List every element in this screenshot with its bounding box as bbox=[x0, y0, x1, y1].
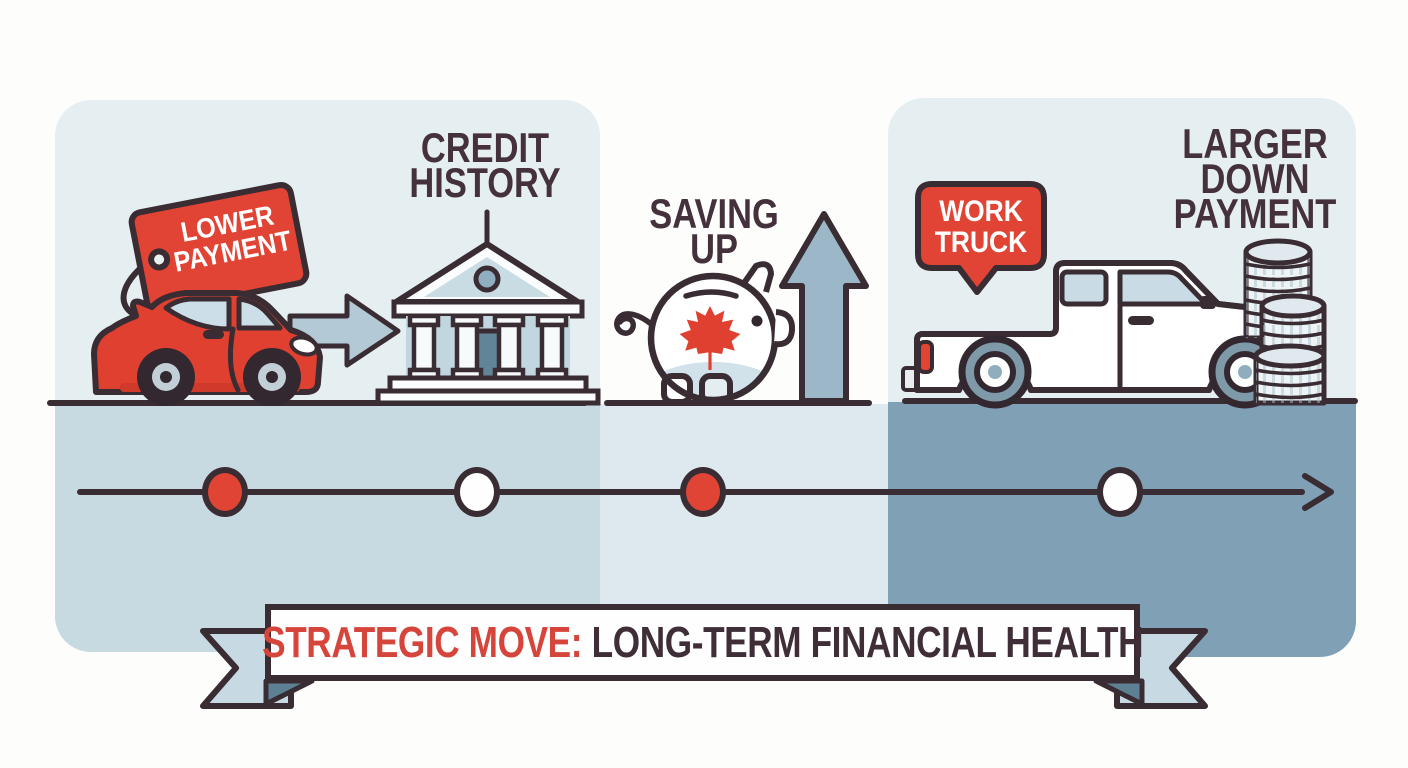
banner-title-highlight: STRATEGIC MOVE: bbox=[262, 617, 582, 667]
red-car-icon bbox=[91, 290, 323, 406]
ground-line-middle bbox=[604, 400, 872, 406]
price-tag-icon bbox=[128, 181, 310, 314]
banner-title-rest: LONG-TERM FINANCIAL HEALTH bbox=[591, 617, 1144, 667]
timeline-dot-3 bbox=[680, 467, 726, 517]
bank-icon bbox=[375, 209, 601, 406]
credit-history-line1: CREDIT bbox=[420, 124, 550, 171]
saving-up-label: SAVING UP bbox=[614, 190, 814, 272]
saving-up-line2: UP bbox=[690, 225, 738, 272]
ribbon-banner: STRATEGIC MOVE: LONG-TERM FINANCIAL HEAL… bbox=[262, 604, 1143, 681]
down-line: DOWN bbox=[1200, 155, 1310, 202]
maple-leaf-icon bbox=[679, 306, 741, 370]
work-truck-label: WORK TRUCK bbox=[918, 196, 1044, 258]
pickup-truck-icon bbox=[901, 260, 1308, 409]
bubble-line2: TRUCK bbox=[934, 226, 1028, 259]
timeline-dot-4 bbox=[1097, 467, 1143, 517]
payment-line: PAYMENT bbox=[1173, 190, 1337, 237]
larger-line: LARGER bbox=[1182, 120, 1328, 167]
ground-line-right bbox=[902, 398, 1358, 404]
credit-history-line2: HISTORY bbox=[409, 159, 561, 206]
timeline-dot-2 bbox=[454, 467, 500, 517]
saving-up-line1: SAVING bbox=[649, 190, 779, 237]
up-arrow-icon bbox=[779, 211, 869, 404]
credit-history-label: CREDIT HISTORY bbox=[385, 124, 585, 206]
ground-line-left bbox=[47, 400, 588, 406]
larger-down-payment-label: LARGER DOWN PAYMENT bbox=[1150, 120, 1360, 237]
banner-title: STRATEGIC MOVE: LONG-TERM FINANCIAL HEAL… bbox=[262, 618, 1143, 668]
bubble-line1: WORK bbox=[939, 195, 1023, 228]
timeline-arrowhead-icon bbox=[1302, 473, 1334, 511]
timeline-dot-1 bbox=[202, 467, 248, 517]
coin-stack-icon bbox=[1243, 238, 1327, 406]
piggy-bank-icon bbox=[614, 261, 796, 405]
speech-bubble-icon bbox=[915, 181, 1047, 295]
